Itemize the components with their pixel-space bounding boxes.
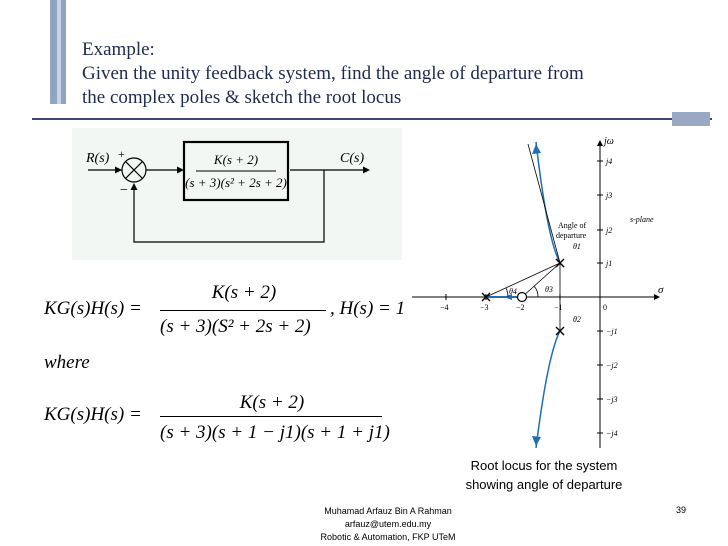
block-diagram-svg: R(s) C(s) K(s + 2) (s + 3)(s² + 2s + 2) …	[85, 140, 370, 243]
plus-sign: +	[118, 147, 125, 161]
sigma-axis-label: σ	[658, 284, 664, 296]
zero-marker	[516, 291, 528, 303]
y-tick-minus-j2: −j2	[606, 361, 618, 370]
y-tick-j2: j2	[605, 226, 612, 235]
left-accent-bar-inner	[57, 0, 61, 104]
output-label: C(s)	[340, 151, 364, 166]
theta2-label: θ2	[573, 315, 581, 324]
y-tick-j3: j3	[605, 191, 612, 200]
feedback-path	[133, 170, 325, 243]
annotation-departure: departure	[556, 231, 587, 240]
theta3-label: θ3	[545, 285, 553, 294]
x-tick-minus1: −1	[554, 303, 563, 312]
eq1-tail: , H(s) = 1	[330, 298, 406, 319]
y-tick-j4: j4	[605, 157, 612, 166]
footer-author: Muhamad Arfauz Bin A Rahman	[324, 506, 452, 516]
y-tick-minus-j3: −j3	[606, 395, 618, 404]
root-locus-svg: jω σ s-plane Angle of departure θ1 θ2 θ3…	[412, 136, 664, 449]
eq2-numerator: K(s + 2)	[239, 392, 305, 413]
caption-line-2: showing angle of departure	[465, 477, 623, 492]
where-label: where	[44, 352, 90, 373]
upper-locus-branch	[535, 141, 561, 264]
eq2-lhs: KG(s)H(s) =	[44, 404, 142, 425]
theta1-label: θ1	[573, 242, 581, 251]
minus-sign: −	[120, 183, 128, 198]
tf-numerator: K(s + 2)	[213, 152, 258, 167]
slide-footer: Muhamad Arfauz Bin A Rahman arfauz@utem.…	[300, 505, 476, 544]
footer-affiliation: Robotic & Automation, FKP UTeM	[320, 532, 456, 542]
transfer-function-block	[182, 140, 290, 202]
figure-caption: Root locus for the system showing angle …	[446, 456, 642, 494]
theta4-label: θ4	[509, 287, 517, 296]
root-locus-figure: jω σ s-plane Angle of departure θ1 θ2 θ3…	[408, 134, 670, 452]
title-line-1: Example:	[82, 39, 155, 60]
x-tick-minus4: −4	[440, 303, 449, 312]
tf-denominator: (s + 3)(s² + 2s + 2)	[185, 175, 287, 190]
lower-locus-branch	[535, 330, 561, 449]
jw-axis-label: jω	[602, 136, 614, 147]
eq1-fraction-bar	[160, 310, 326, 311]
y-tick-j1: j1	[605, 259, 612, 268]
x-tick-minus3: −3	[480, 303, 489, 312]
eq2-denominator: (s + 3)(s + 1 − j1)(s + 1 + j1)	[160, 422, 390, 443]
caption-line-1: Root locus for the system	[470, 458, 618, 473]
eq1-lhs: KG(s)H(s) =	[44, 298, 142, 319]
input-label: R(s)	[85, 151, 110, 166]
eq1-denominator: (s + 3)(S² + 2s + 2)	[160, 316, 311, 337]
block-diagram: R(s) C(s) K(s + 2) (s + 3)(s² + 2s + 2) …	[72, 128, 402, 260]
eq2-fraction-bar	[160, 416, 382, 417]
title-divider	[32, 118, 712, 120]
title-line-3: the complex poles & sketch the root locu…	[82, 87, 402, 108]
y-tick-minus-j1: −j1	[606, 327, 618, 336]
s-plane-label: s-plane	[630, 215, 654, 224]
eq1-numerator: K(s + 2)	[211, 282, 277, 303]
title-divider-end-block	[672, 112, 710, 126]
x-tick-minus2: −2	[516, 303, 525, 312]
title-line-2: Given the unity feedback system, find th…	[82, 63, 584, 84]
x-tick-0: 0	[603, 303, 607, 312]
y-tick-minus-j4: −j4	[606, 429, 618, 438]
page-number: 39	[676, 505, 687, 515]
footer-email: arfauz@utem.edu.my	[344, 519, 432, 529]
annotation-angle-of: Angle of	[558, 221, 587, 230]
slide-title: Example: Given the unity feedback system…	[82, 38, 584, 110]
